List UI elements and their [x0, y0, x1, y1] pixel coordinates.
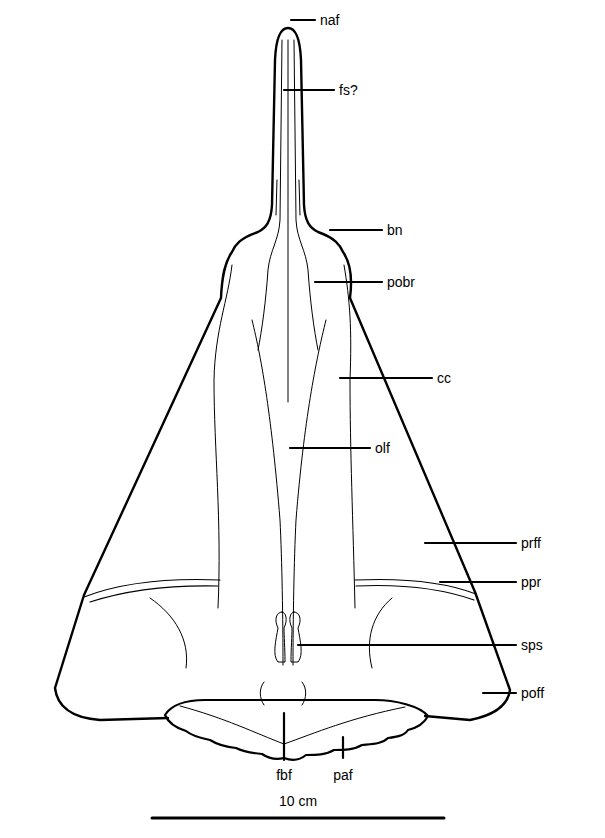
label-sps: sps — [520, 637, 544, 653]
olfactory-outline — [214, 265, 355, 665]
label-naf: naf — [319, 12, 340, 28]
label-bn: bn — [386, 222, 404, 238]
fbf-mark — [260, 682, 306, 705]
label-poff: poff — [520, 685, 545, 701]
leader-lines — [284, 20, 516, 760]
flange-inner-line — [180, 706, 405, 744]
occipital-flange — [165, 700, 428, 760]
label-fbf: fbf — [275, 767, 293, 783]
label-fs: fs? — [338, 82, 359, 98]
skull-outline — [55, 28, 510, 720]
snout-inner-line — [258, 40, 318, 350]
label-ppr: ppr — [520, 574, 542, 590]
label-pobr: pobr — [386, 274, 416, 290]
orbit-curve — [150, 598, 392, 668]
label-paf: paf — [332, 767, 353, 783]
label-prff: prff — [520, 535, 542, 551]
label-olf: olf — [374, 440, 391, 456]
scale-label: 10 cm — [278, 793, 318, 809]
orbital-ridge — [84, 580, 476, 602]
snout-side-line — [276, 180, 300, 215]
midline — [288, 40, 289, 402]
scale-bar — [152, 817, 444, 820]
label-cc: cc — [436, 370, 452, 386]
sps-shape — [275, 612, 301, 662]
